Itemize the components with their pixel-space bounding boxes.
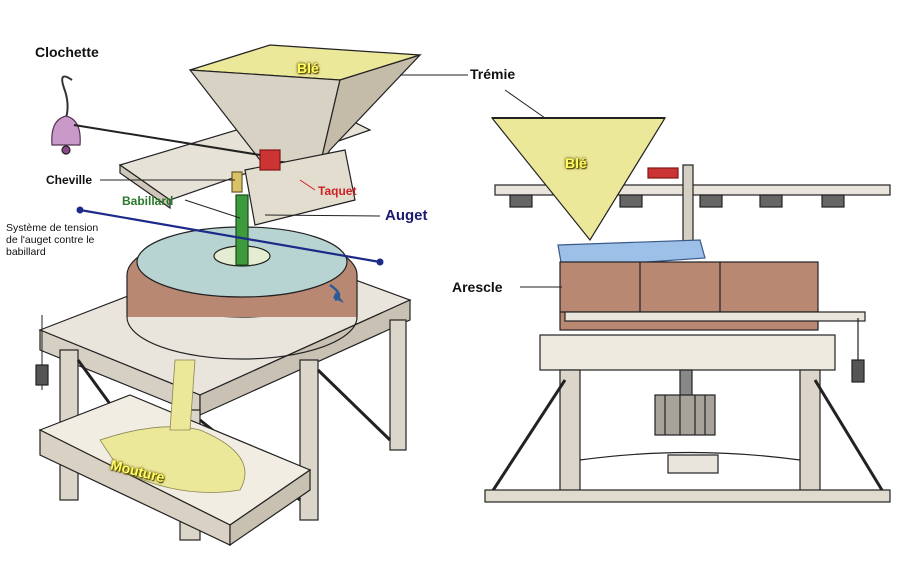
tension-system-line (79, 208, 381, 264)
label-tremie: Trémie (470, 66, 516, 82)
left-mill-illustration (35, 44, 423, 547)
tension-line-end-dot (376, 258, 384, 266)
label-auget: Auget (385, 207, 428, 224)
tension-line-start-dot (76, 206, 84, 214)
label-ble-right: Blé (565, 155, 587, 171)
right-mill-illustration (484, 117, 891, 503)
label-systeme-tension: Système de tension de l'auget contre le … (6, 222, 99, 258)
left-leader-lines (100, 74, 468, 219)
right-leader-lines (504, 89, 562, 288)
label-babillard: Babillard (122, 194, 174, 208)
label-cheville: Cheville (46, 173, 93, 187)
label-taquet: Taquet (318, 184, 357, 198)
label-clochette: Clochette (35, 44, 99, 60)
label-ble-left: Blé (297, 60, 319, 76)
label-arescle: Arescle (452, 279, 503, 295)
